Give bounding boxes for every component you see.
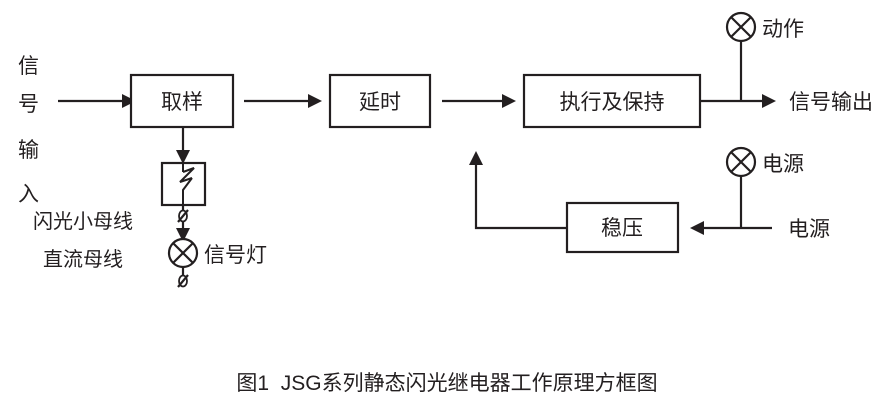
power-input-label: 电源 — [788, 218, 830, 241]
signal-output-branch: 信号输出 — [700, 41, 873, 114]
arrow-input-to-sampling — [58, 94, 136, 108]
signal-lamp-branch: 信号灯 — [167, 205, 267, 288]
input-char-3: 输 — [18, 139, 39, 162]
input-char-2: 号 — [18, 93, 39, 116]
relay-contact-symbol — [160, 161, 207, 207]
input-char-4: 入 — [18, 183, 39, 206]
signal-output-label: 信号输出 — [789, 91, 873, 114]
block-delay-label: 延时 — [359, 91, 401, 114]
block-regulator-label: 稳压 — [601, 217, 643, 240]
figure-caption: 图1 JSG系列静态闪光继电器工作原理方框图 — [236, 372, 657, 395]
arrow-delay-to-execute — [442, 94, 516, 108]
block-execute-hold: 执行及保持 — [522, 73, 702, 129]
block-execute-hold-label: 执行及保持 — [560, 91, 665, 114]
block-regulator: 稳压 — [565, 201, 680, 254]
terminal-flash-bus — [177, 209, 189, 223]
block-sampling: 取样 — [129, 73, 235, 129]
block-sampling-label: 取样 — [161, 91, 203, 114]
block-delay: 延时 — [328, 73, 432, 129]
terminal-dc-bus — [177, 274, 189, 288]
dc-bus-label: 直流母线 — [43, 248, 123, 271]
regulator-feedback-path — [469, 151, 567, 230]
action-lamp-symbol: 动作 — [725, 11, 804, 43]
signal-lamp-symbol — [167, 237, 199, 269]
signal-input-label: 信 号 输 入 — [18, 55, 39, 206]
sampling-to-relay-branch — [176, 127, 190, 164]
action-lamp-label: 动作 — [762, 18, 804, 41]
power-lamp-symbol: 电源 — [725, 146, 804, 228]
flash-bus-label: 闪光小母线 — [33, 210, 133, 233]
arrow-sampling-to-delay — [244, 94, 322, 108]
power-input-branch: 电源 — [690, 218, 830, 241]
signal-lamp-label: 信号灯 — [204, 244, 267, 267]
input-char-1: 信 — [18, 55, 39, 78]
power-lamp-label: 电源 — [762, 153, 804, 176]
